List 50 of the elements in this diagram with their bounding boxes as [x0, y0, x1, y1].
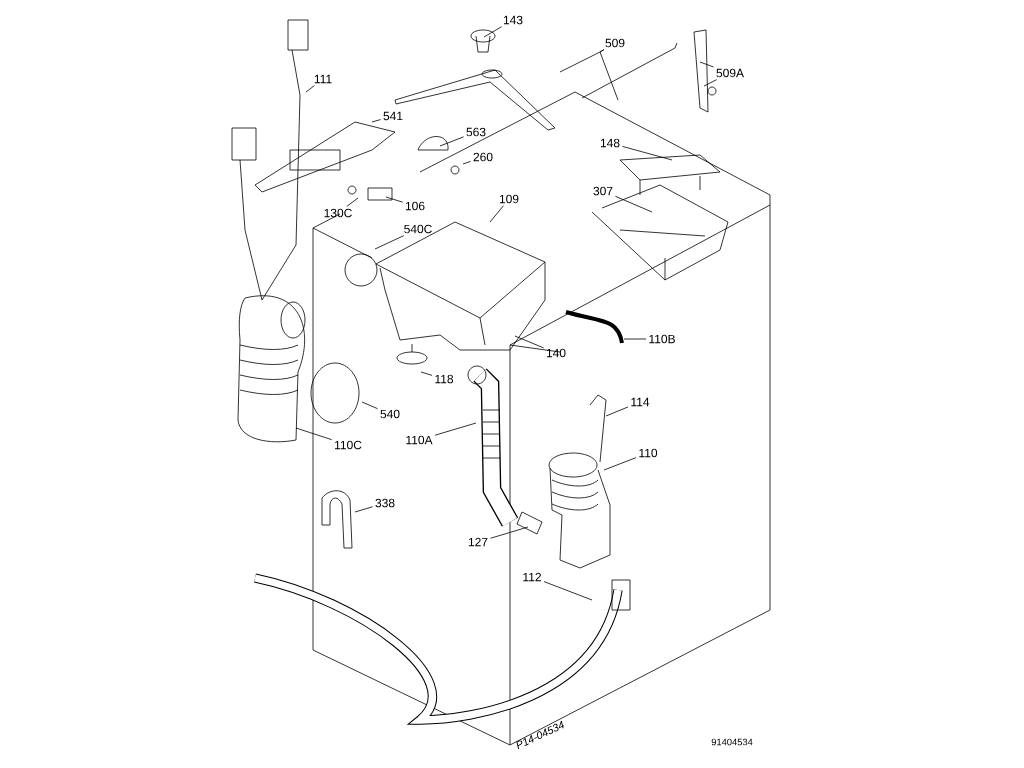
drawing-number: 91404534 — [711, 738, 753, 746]
leader-line — [490, 526, 529, 539]
leader-line — [295, 427, 333, 441]
leader-line — [439, 136, 464, 147]
callout-number: 109 — [499, 194, 519, 204]
leader-line — [615, 195, 653, 213]
leader-line — [699, 61, 714, 68]
callout-number: 127 — [468, 537, 488, 547]
callout-number: 563 — [466, 127, 486, 137]
callout-number: 140 — [546, 348, 566, 358]
callout-number: 540C — [404, 224, 432, 234]
leader-line — [371, 119, 381, 123]
callout-number: 130C — [324, 208, 352, 218]
leader-line — [361, 401, 378, 410]
leader-line — [462, 160, 471, 165]
callout-number: 143 — [503, 15, 523, 25]
callout-number: 148 — [600, 138, 620, 148]
leader-line — [489, 205, 504, 223]
leader-line — [703, 79, 718, 87]
leader-line — [603, 457, 637, 471]
leader-line — [374, 235, 405, 250]
callout-number: 509 — [605, 38, 625, 48]
callout-number: 110 — [639, 448, 658, 458]
callout-number: 338 — [375, 498, 395, 508]
callout-number: 509A — [716, 68, 744, 78]
leader-line — [622, 146, 673, 161]
callout-number: 307 — [593, 186, 613, 196]
leader-line — [599, 49, 619, 101]
callout-number: 110A — [406, 435, 433, 445]
callout-number: 541 — [383, 111, 403, 121]
leader-line — [305, 85, 315, 93]
callout-number: 110C — [335, 440, 362, 450]
callout-number: 114 — [631, 397, 650, 407]
leader-line — [434, 422, 477, 436]
leader-line — [385, 196, 403, 203]
leader-line — [605, 406, 629, 417]
callout-number: 110B — [649, 334, 675, 344]
callout-number: 540 — [380, 409, 400, 419]
leader-line — [514, 335, 544, 349]
leader-line — [354, 506, 373, 513]
callout-number: 260 — [473, 152, 493, 162]
leader-line — [543, 581, 593, 601]
leader-line — [623, 338, 647, 340]
leader-line — [346, 197, 359, 207]
callout-number: 118 — [435, 374, 454, 384]
callout-number: 112 — [523, 572, 541, 582]
leader-line — [420, 371, 433, 376]
callout-number: 111 — [314, 74, 332, 84]
leader-line — [483, 26, 503, 38]
callout-number: 106 — [405, 201, 425, 211]
